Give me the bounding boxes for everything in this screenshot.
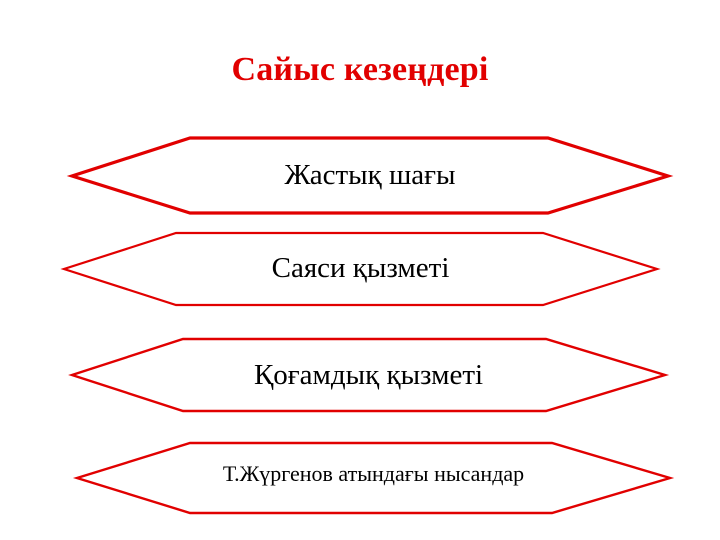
hexagon-stage-1-label: Жастық шағы: [284, 159, 456, 191]
hexagon-stage-4-label: Т.Жүргенов атындағы нысандар: [222, 461, 525, 486]
page-title: Сайыс кезеңдері: [231, 51, 489, 88]
hexagon-stage-2-label: Саяси қызметі: [271, 252, 450, 284]
hexagon-stage-3-label: Қоғамдық қызметі: [253, 359, 484, 391]
